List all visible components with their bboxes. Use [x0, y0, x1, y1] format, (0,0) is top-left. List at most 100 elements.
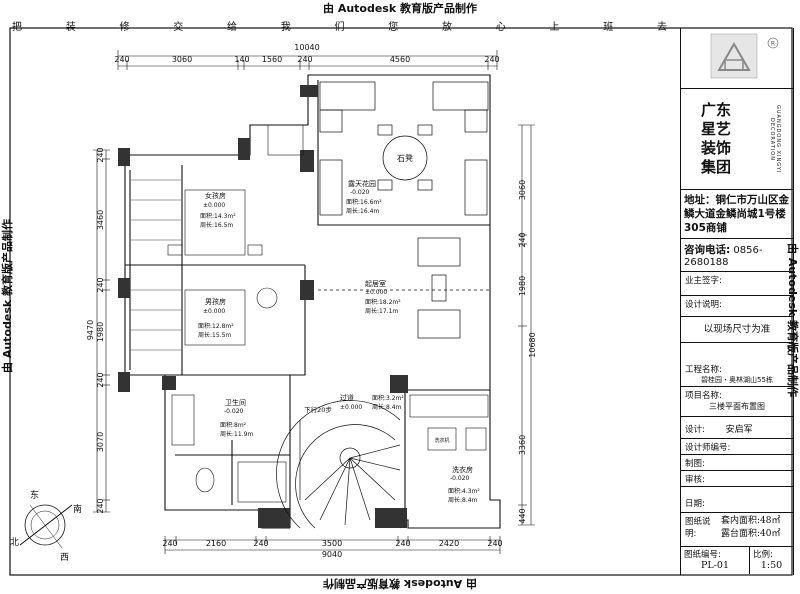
- company-logo: R: [681, 28, 793, 89]
- top-dimensions: [117, 50, 498, 70]
- item-row: 项目名称: 三楼平面布置图: [681, 387, 793, 417]
- room-area: 面积:3.2m²: [372, 394, 404, 402]
- room-name: 过道: [340, 393, 354, 402]
- logo-icon: R: [710, 33, 779, 79]
- room-area: 面积:16.6m²: [346, 198, 382, 206]
- project-name: 碧桂园・奥林湖山55栋: [701, 376, 773, 384]
- reviewer-row: 审核:: [681, 471, 793, 487]
- compass-needle-icon: [19, 504, 73, 546]
- company-block: 广东 星艺 装饰 集团 GUANGDONG XINGYI DECORATION: [681, 89, 793, 190]
- item-name: 三楼平面布置图: [709, 402, 765, 411]
- room-elevation: ±0.000: [365, 289, 387, 296]
- room-name: 女孩房: [205, 191, 226, 200]
- walls: [124, 74, 501, 529]
- compass-west: 西: [60, 552, 69, 563]
- dim-top-seg: 4560: [390, 55, 410, 64]
- compass-ring: [24, 504, 66, 546]
- scale-value: 1:50: [760, 560, 783, 571]
- sheet-frame: [9, 27, 793, 576]
- room-elevation: -0.020: [350, 189, 370, 196]
- room-perimeter: 周长:8.4m: [448, 496, 478, 504]
- drawing-number-row: 图纸编号: PL-01 比例: 1:50: [681, 547, 793, 574]
- svg-text:R: R: [771, 41, 775, 48]
- room-name: 洗衣房: [452, 465, 473, 474]
- living-furniture: [318, 237, 490, 339]
- dim-bottom-seg: 240: [162, 539, 177, 548]
- dim-bottom-total: 9040: [322, 550, 342, 559]
- dim-bottom-seg: 240: [253, 539, 268, 548]
- stair-label: 下行20步: [304, 405, 332, 414]
- room-name: 男孩房: [205, 297, 226, 306]
- dim-left-seg: 240: [96, 498, 105, 513]
- dim-right-seg: 240: [518, 232, 527, 247]
- watermark-top: 由 Autodesk 教育版产品制作: [322, 2, 477, 15]
- room-perimeter: 周长:11.9m: [220, 430, 253, 438]
- spiral-stair: [276, 400, 401, 529]
- dim-right-seg: 440: [518, 508, 527, 523]
- right-dimensions: [518, 124, 535, 526]
- compass-east: 东: [30, 489, 39, 501]
- drawing-number: PL-01: [701, 560, 729, 571]
- wardrobe-hatch: [131, 179, 181, 351]
- designer-name: 安启军: [725, 425, 753, 435]
- room-elevation: ±0.000: [203, 202, 225, 209]
- dim-left-seg: 240: [96, 277, 105, 292]
- dim-top-seg: 240: [297, 55, 312, 64]
- dim-right-seg: 1980: [518, 276, 527, 296]
- dim-right-seg: 3060: [518, 180, 527, 200]
- dim-bottom-seg: 240: [487, 539, 502, 548]
- title-block: R 广东 星艺 装饰 集团 GUANGDONG XINGYI DECORATIO…: [680, 28, 794, 575]
- room-area: 面积:8m²: [220, 421, 247, 429]
- dim-left-seg: 3070: [96, 432, 105, 452]
- notes-row: 图纸说明: 套内面积:48㎡ 露台面积:40㎡: [681, 513, 793, 547]
- note-line: 露台面积:40㎡: [721, 529, 781, 539]
- compass-south: 南: [73, 503, 82, 515]
- design-note: 以现场尺寸为准: [681, 317, 793, 343]
- room-perimeter: 周长:15.5m: [198, 331, 231, 339]
- dim-bottom-seg: 2420: [439, 539, 459, 548]
- room-area: 面积:18.2m²: [365, 298, 401, 306]
- dim-top-seg: 1560: [262, 55, 282, 64]
- dim-right-total: 10680: [528, 332, 537, 357]
- design-note-label-row: 设计说明:: [681, 296, 793, 317]
- room-perimeter: 周长:16.5m: [200, 221, 233, 229]
- compass: 东 南 北 西: [10, 489, 82, 563]
- room-area: 面积:12.8m²: [198, 322, 234, 330]
- compass-north: 北: [10, 537, 19, 548]
- dim-right-seg: 3360: [518, 435, 527, 455]
- designer-no-row: 设计师编号:: [681, 439, 793, 455]
- bathroom-fixtures: [171, 394, 287, 503]
- room-elevation: ±0.000: [203, 308, 225, 315]
- company-name-en: GUANGDONG XINGYI DECORATION: [769, 104, 781, 174]
- dim-left-seg: 1980: [96, 322, 105, 342]
- room-elevation: -0.020: [450, 475, 470, 482]
- room-area: 面积:4.3m²: [448, 487, 480, 495]
- garden-furniture: [319, 81, 489, 216]
- note-line: 套内面积:48㎡: [721, 516, 781, 526]
- wall-columns: [118, 85, 408, 528]
- dim-top-seg: 240: [484, 55, 499, 64]
- dim-bottom-seg: 2160: [206, 539, 226, 548]
- dim-top-total: 10040: [294, 43, 319, 52]
- company-name: 广东 星艺 装饰 集团: [700, 101, 731, 176]
- washer-label: 洗衣机: [434, 437, 449, 444]
- dim-top-seg: 140: [234, 55, 249, 64]
- project-row: 工程名称: 碧桂园・奥林湖山55栋: [681, 343, 793, 387]
- room-name: 卫生间: [225, 398, 246, 407]
- drawer-row: 制图:: [681, 455, 793, 471]
- dim-left-seg: 3460: [96, 210, 105, 230]
- company-address: 地址：铜仁市万山区金鳞大道金鳞尚城1号楼305商铺: [681, 190, 793, 239]
- room-perimeter: 周长:17.1m: [365, 307, 398, 315]
- dim-bottom-seg: 3500: [322, 539, 342, 548]
- room-perimeter: 周长:8.4m: [372, 403, 402, 411]
- left-dimensions: [93, 149, 110, 513]
- laundry-fixtures: [409, 394, 489, 451]
- room-area: 面积:14.3m²: [200, 212, 236, 220]
- dim-bottom-seg: 240: [395, 539, 410, 548]
- date-row: 日期:: [681, 487, 793, 513]
- room-name: 起居室: [365, 279, 386, 288]
- room-perimeter: 周长:16.4m: [346, 207, 379, 215]
- company-phone: 咨询电话: 0856-2680188: [681, 239, 793, 272]
